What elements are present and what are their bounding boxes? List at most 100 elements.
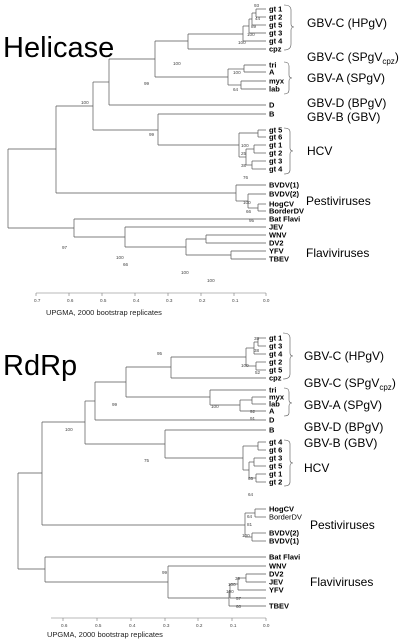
bootstrap-value: 44 (255, 16, 261, 21)
leaf-label: gt 4 (269, 438, 283, 447)
group-label-tail: ) (395, 50, 399, 64)
helicase-bootstraps: 93 44 89 100 100 100 100 64 99 100 99 10… (62, 3, 261, 283)
group-label: GBV-A (SPgV) (304, 398, 382, 412)
bootstrap-value: 65 (248, 476, 254, 481)
bootstrap-value: 99 (149, 132, 155, 137)
bootstrap-value: 92 (250, 409, 256, 414)
helicase-title: Helicase (3, 32, 114, 64)
leaf-label: lab (269, 85, 280, 94)
leaf-label: HogCV (269, 505, 294, 514)
leaf-label: cpz (269, 374, 282, 383)
axis-tick-label: 0.0 (263, 298, 270, 303)
group-label: GBV-C (SPgVcpz) (304, 376, 396, 392)
leaf-label: BVDV(1) (269, 537, 300, 546)
clade-brace (283, 439, 294, 487)
axis-tick-label: 0.4 (129, 623, 136, 628)
group-label: GBV-C (HPgV) (307, 16, 387, 30)
leaf-label: BVDV(2) (269, 190, 300, 199)
leaf-label: lab (269, 400, 280, 409)
helicase-method-caption: UPGMA, 2000 bootstrap replicates (46, 308, 162, 317)
bootstrap-value: 100 (238, 40, 246, 45)
axis-tick-label: 0.1 (230, 623, 237, 628)
bootstrap-value: 57 (236, 596, 242, 601)
group-label-tail: ) (392, 376, 396, 390)
leaf-label: BorderDV (269, 207, 304, 216)
clade-brace (283, 387, 293, 417)
axis-tick-label: 0.3 (166, 298, 173, 303)
leaf-label: gt 3 (269, 342, 282, 351)
bootstrap-value: 35 (254, 336, 260, 341)
leaf-label: myx (269, 393, 285, 402)
bootstrap-value: 100 (242, 533, 250, 538)
leaf-label: gt 6 (269, 133, 282, 142)
bootstrap-value: 39 (235, 576, 241, 581)
axis-tick-label: 0.1 (232, 298, 239, 303)
axis-tick-marks (62, 618, 267, 621)
leaf-label: gt 2 (269, 13, 282, 22)
group-label: GBV-B (GBV) (304, 436, 377, 450)
group-label-main: GBV-C (SPgV (307, 50, 382, 64)
rdrp-braces (282, 332, 294, 487)
leaf-label: YFV (269, 586, 284, 595)
bootstrap-value: 75 (144, 458, 150, 463)
leaf-label: gt 1 (269, 334, 282, 343)
leaf-label: gt 5 (269, 126, 282, 135)
leaf-label: gt 1 (269, 5, 282, 14)
leaf-label: JEV (269, 578, 283, 587)
axis-tick-label: 0.5 (100, 298, 107, 303)
clade-brace (283, 127, 294, 175)
leaf-label: HogCV (269, 200, 294, 209)
bootstrap-value: 38 (254, 348, 260, 353)
group-label: Flaviviruses (306, 246, 369, 260)
rdrp-scale-axis: 0.6 0.5 0.4 0.3 0.2 0.1 0.0 (51, 617, 270, 628)
group-label: GBV-C (HPgV) (304, 349, 384, 363)
leaf-label: BVDV(2) (269, 529, 300, 538)
helicase-group-labels: GBV-C (HPgV) GBV-C (SPgVcpz) GBV-A (SPgV… (306, 16, 399, 260)
rdrp-panel: RdRp (3, 332, 396, 639)
bootstrap-value: 100 (211, 404, 219, 409)
leaf-label: TBEV (269, 602, 289, 611)
bootstrap-value: 76 (243, 175, 249, 180)
bootstrap-value: 52 (255, 370, 261, 375)
group-label: GBV-D (BPgV) (304, 420, 383, 434)
group-label: Pestiviruses (310, 518, 375, 532)
axis-tick-label: 0.4 (133, 298, 140, 303)
group-label: GBV-B (GBV) (307, 110, 380, 124)
group-label: GBV-D (BPgV) (307, 96, 386, 110)
leaf-label: gt 2 (269, 478, 282, 487)
leaf-label: D (269, 101, 275, 110)
bootstrap-value: 100 (243, 200, 251, 205)
leaf-label: tri (269, 61, 277, 70)
helicase-tree (7, 8, 266, 260)
bootstrap-value: 64 (247, 514, 253, 519)
leaf-label: gt 4 (269, 37, 283, 46)
axis-tick-label: 0.6 (67, 298, 74, 303)
bootstrap-value: 100 (226, 589, 234, 594)
group-label: Pestiviruses (306, 194, 371, 208)
leaf-label: myx (269, 77, 285, 86)
group-label: GBV-C (SPgVcpz) (307, 50, 399, 66)
leaf-label: gt 3 (269, 454, 282, 463)
group-label-subscript: cpz (379, 383, 391, 392)
bootstrap-value: 66 (246, 209, 252, 214)
group-label: HCV (307, 144, 332, 158)
axis-tick-label: 0.5 (95, 623, 102, 628)
axis-tick-label: 0.3 (163, 623, 170, 628)
leaf-label: A (269, 68, 275, 77)
bootstrap-value: 100 (173, 61, 181, 66)
group-label: Flaviviruses (310, 575, 373, 589)
bootstrap-value: 97 (62, 245, 68, 250)
bootstrap-value: 81 (247, 522, 253, 527)
group-label-main: GBV-C (SPgV (304, 376, 379, 390)
bootstrap-value: 100 (241, 143, 249, 148)
leaf-label: A (269, 407, 275, 416)
leaf-label: tri (269, 386, 277, 395)
bootstrap-value: 100 (81, 100, 89, 105)
helicase-braces (283, 4, 295, 175)
clade-brace (283, 61, 293, 95)
group-label: GBV-A (SPgV) (307, 71, 385, 85)
bootstrap-value: 60 (236, 604, 242, 609)
bootstrap-value: 99 (162, 570, 168, 575)
leaf-label: B (269, 426, 275, 435)
group-label: HCV (304, 461, 329, 475)
